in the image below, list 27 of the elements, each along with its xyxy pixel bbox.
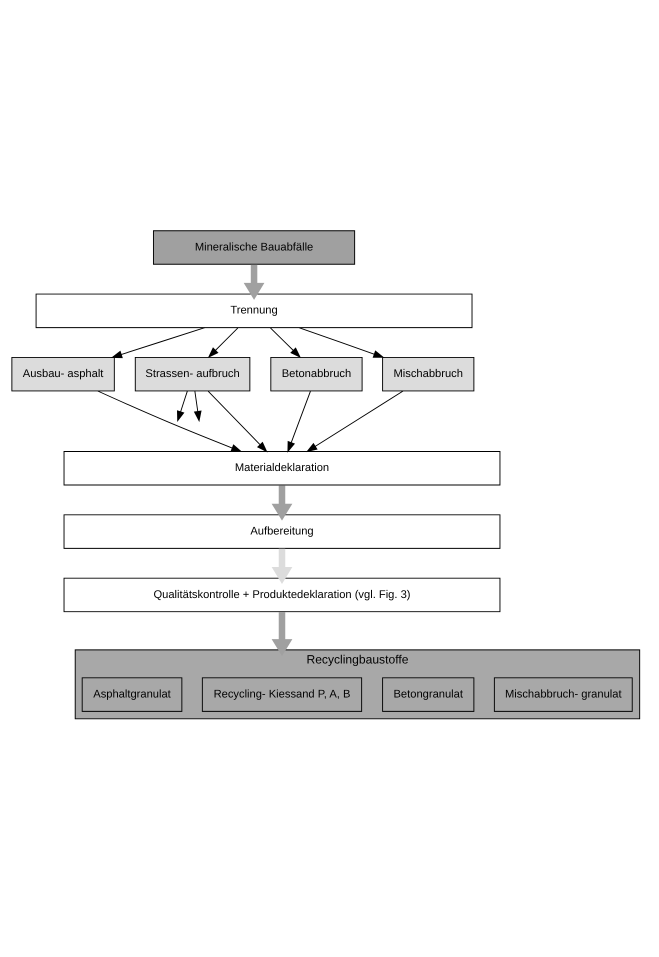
arrow: [270, 327, 301, 358]
arrow: [110, 327, 206, 358]
arrow: [97, 390, 242, 452]
node-box: Betonabbruch: [270, 356, 363, 392]
arrow: [208, 390, 268, 452]
arrow: [287, 390, 311, 453]
arrow: [298, 327, 384, 358]
node-box: Asphaltgranulat: [82, 677, 182, 712]
node-box: Betongranulat: [382, 677, 474, 712]
node-box: Mischabbruch: [382, 356, 474, 392]
node-box: Aufbereitung: [64, 514, 500, 549]
arrow: [272, 485, 292, 521]
arrow: [208, 327, 238, 358]
node-box: Strassen- aufbruch: [134, 356, 250, 392]
node-box: Mineralische Bauabfälle: [152, 230, 356, 265]
arrow: [272, 612, 292, 656]
node-box: Ausbau- asphalt: [11, 356, 115, 392]
node-box: Materialdeklaration: [64, 451, 500, 486]
arrow: [177, 390, 188, 422]
arrow: [306, 390, 404, 452]
arrow: [244, 264, 264, 300]
node-box: Qualitätskontrolle + Produktedeklaration (vgl. Fig. 3): [64, 578, 500, 612]
node-box: Recycling- Kiessand P, A, B: [202, 677, 362, 712]
arrow: [272, 548, 292, 584]
node-box: Trennung: [36, 294, 472, 328]
arrow: [194, 390, 202, 422]
node-box: Mischabbruch- granulat: [494, 677, 633, 712]
